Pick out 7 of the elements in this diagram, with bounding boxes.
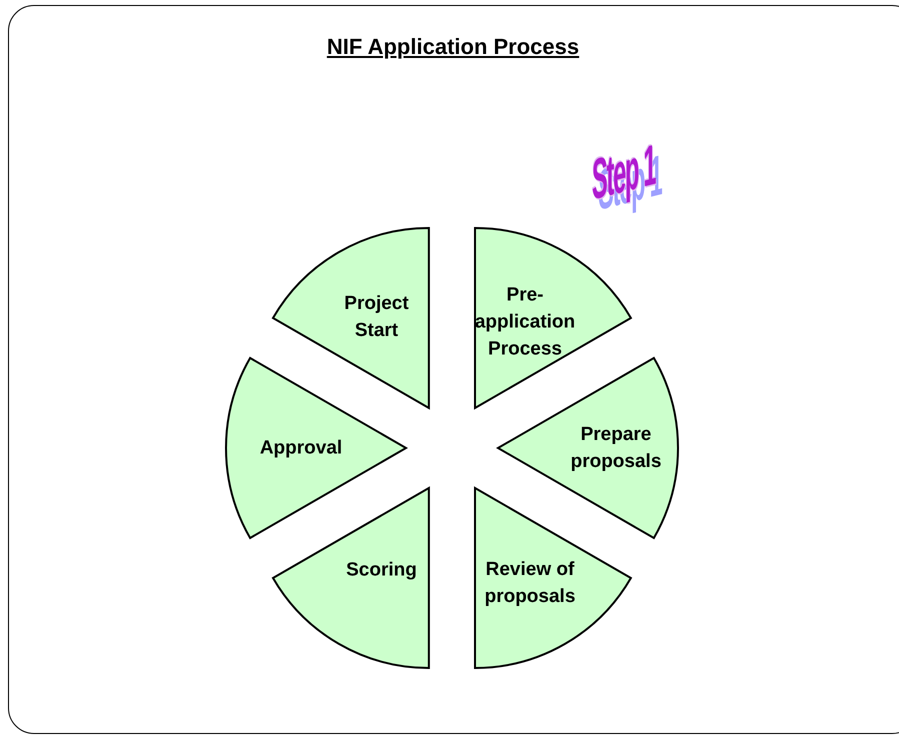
wedge-label: Pre-application Process xyxy=(474,283,576,362)
wedge-label: Prepare proposals xyxy=(570,423,662,474)
wedge-label: Scoring xyxy=(345,558,418,583)
wedge-label: Project Start xyxy=(343,292,410,344)
wedge-label: Approval xyxy=(258,436,344,460)
wedge-label: Review of proposals xyxy=(484,558,576,610)
title: NIF Application Process xyxy=(326,34,580,60)
